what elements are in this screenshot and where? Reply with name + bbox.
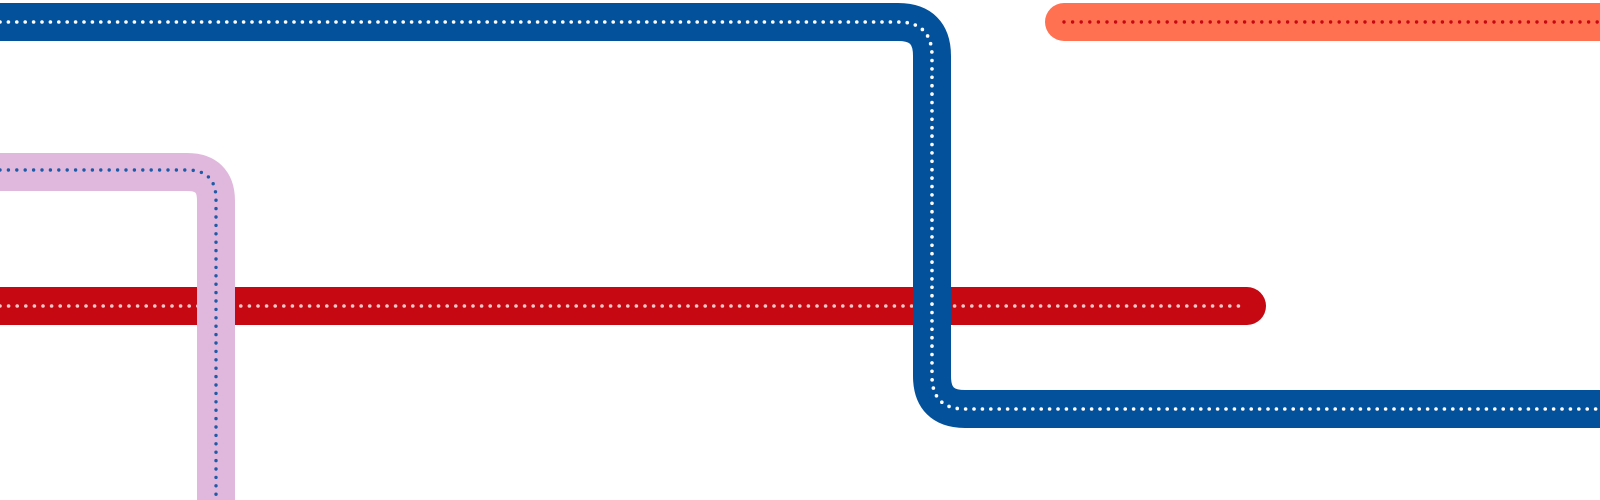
pink-line-dots [0, 168, 218, 500]
blue-line [0, 3, 1600, 428]
blue-line-stroke [0, 3, 1600, 428]
pink-line [0, 153, 235, 500]
